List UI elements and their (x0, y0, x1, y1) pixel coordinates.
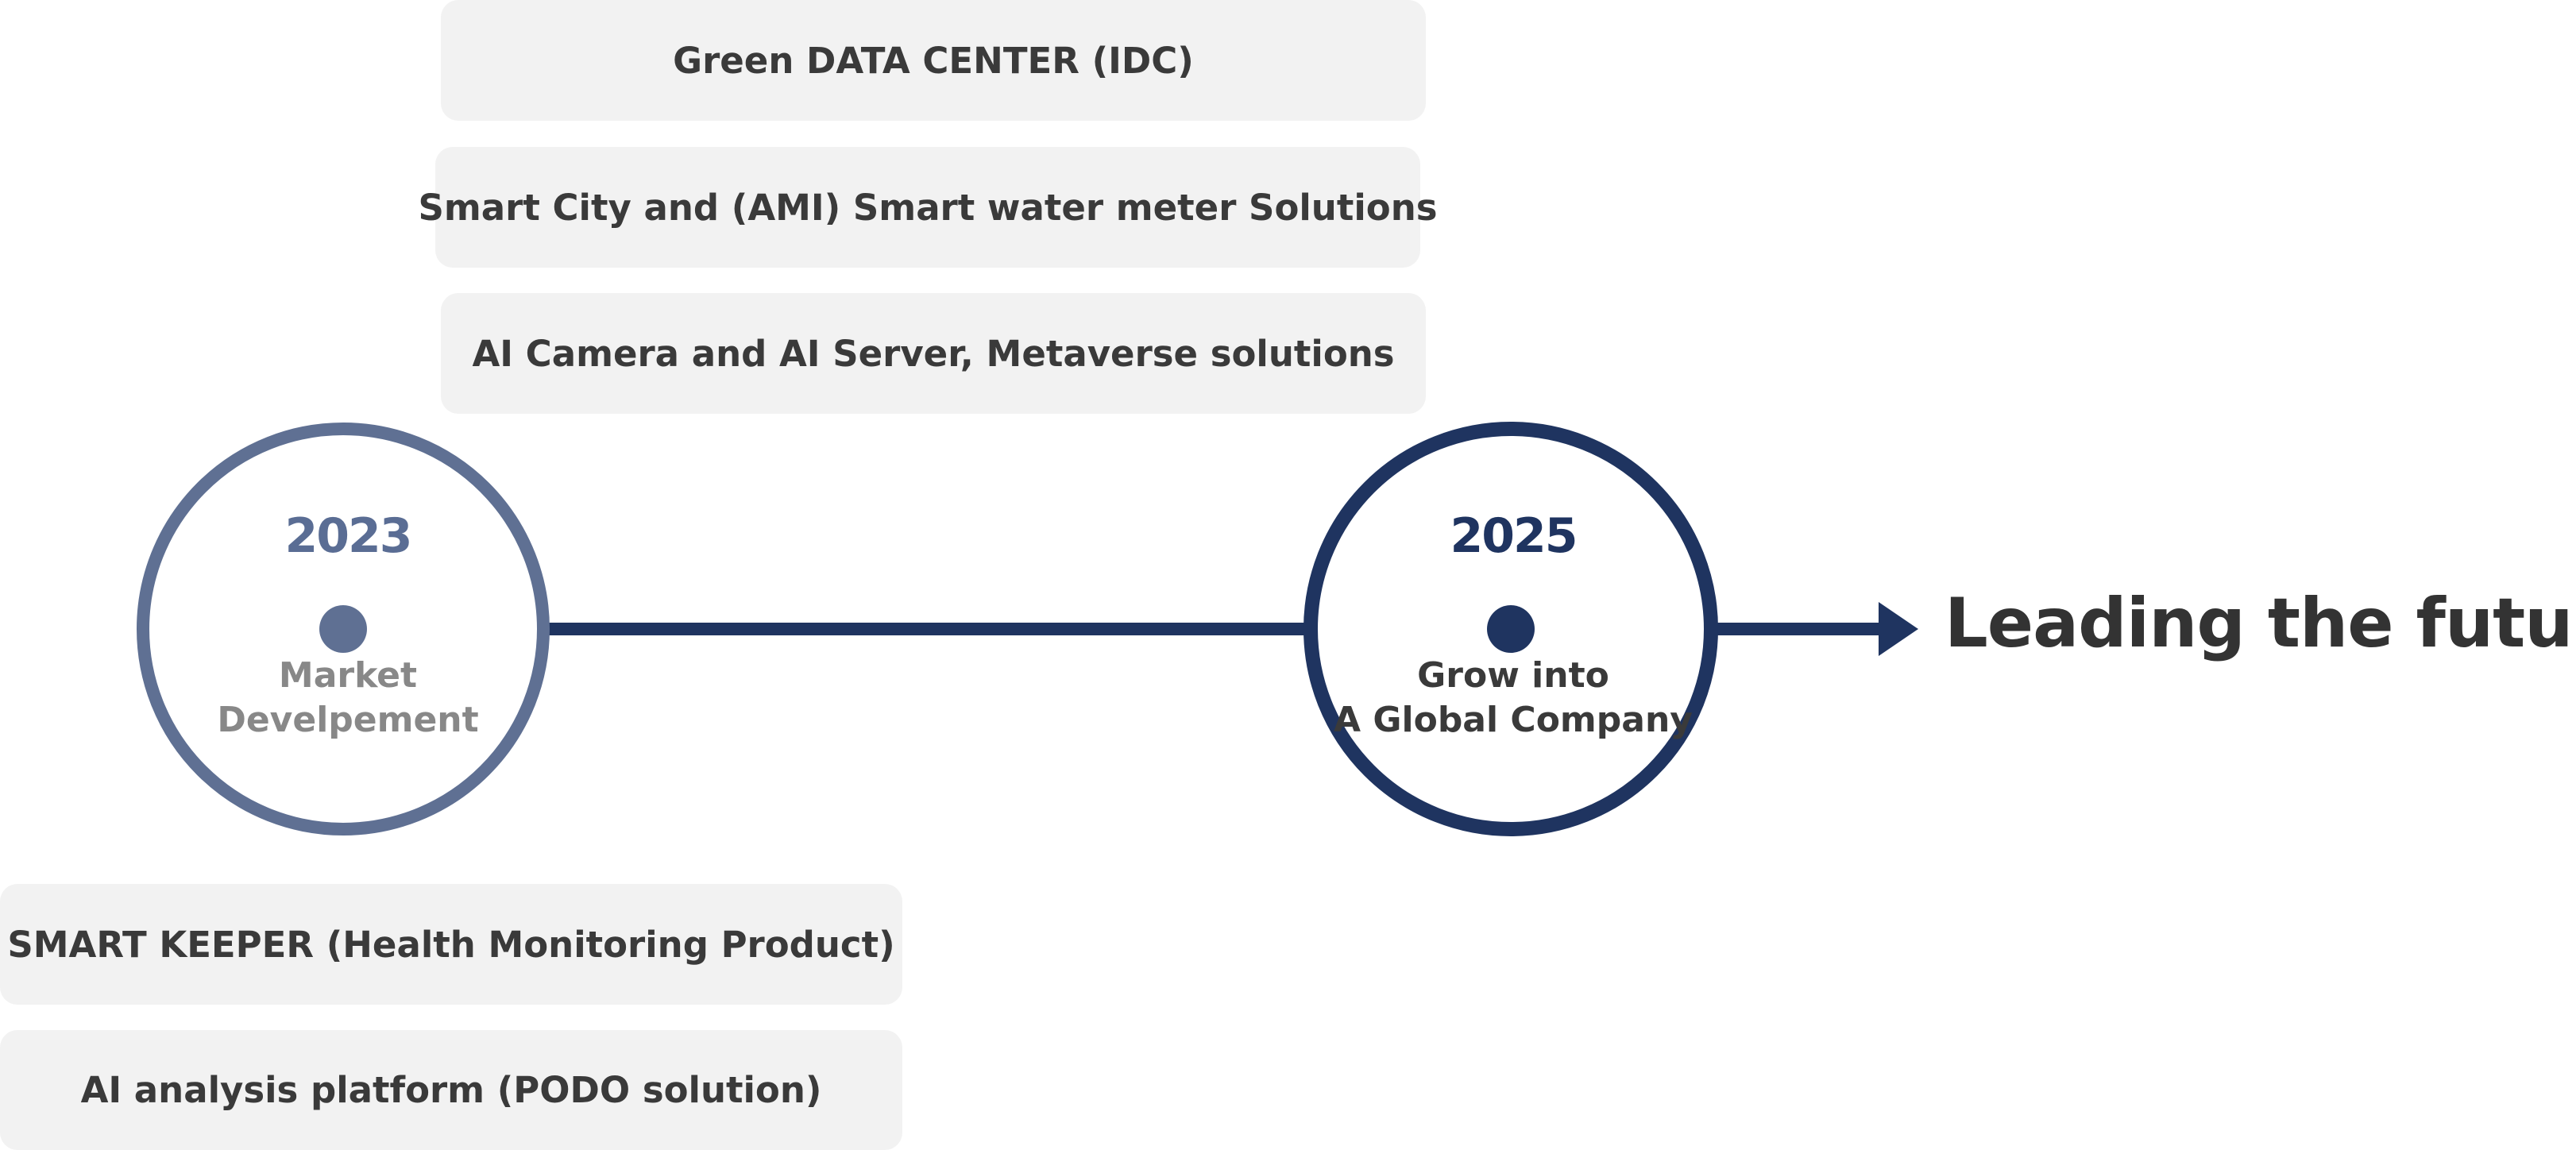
milestone-2023-year: 2023 (284, 508, 413, 564)
milestone-2023-dot (319, 605, 367, 653)
goal-text: Leading the future (1945, 584, 2576, 663)
milestone-2023-caption-line1: Market (278, 655, 418, 696)
solution-box-ai-camera: AI Camera and AI Server, Metaverse solut… (441, 293, 1426, 414)
milestone-2023-caption-line2: Develpement (217, 700, 479, 740)
milestone-2025-caption-line2: A Global Company (1334, 700, 1693, 740)
timeline-arrow-head (1879, 602, 1918, 656)
milestone-2025-caption: Grow into A Global Company (1307, 654, 1720, 743)
milestone-2023-caption: Market Develpement (141, 654, 554, 743)
solution-box-ai-analysis: AI analysis platform (PODO solution) (0, 1030, 902, 1150)
milestone-2025-year: 2025 (1450, 508, 1578, 564)
solution-box-green-data-center: Green DATA CENTER (IDC) (441, 0, 1426, 121)
milestone-2025-caption-line1: Grow into (1417, 655, 1609, 696)
solution-box-smart-keeper: SMART KEEPER (Health Monitoring Product) (0, 884, 902, 1005)
milestone-2025-dot (1487, 605, 1535, 653)
solution-box-smart-city: Smart City and (AMI) Smart water meter S… (418, 147, 1438, 268)
